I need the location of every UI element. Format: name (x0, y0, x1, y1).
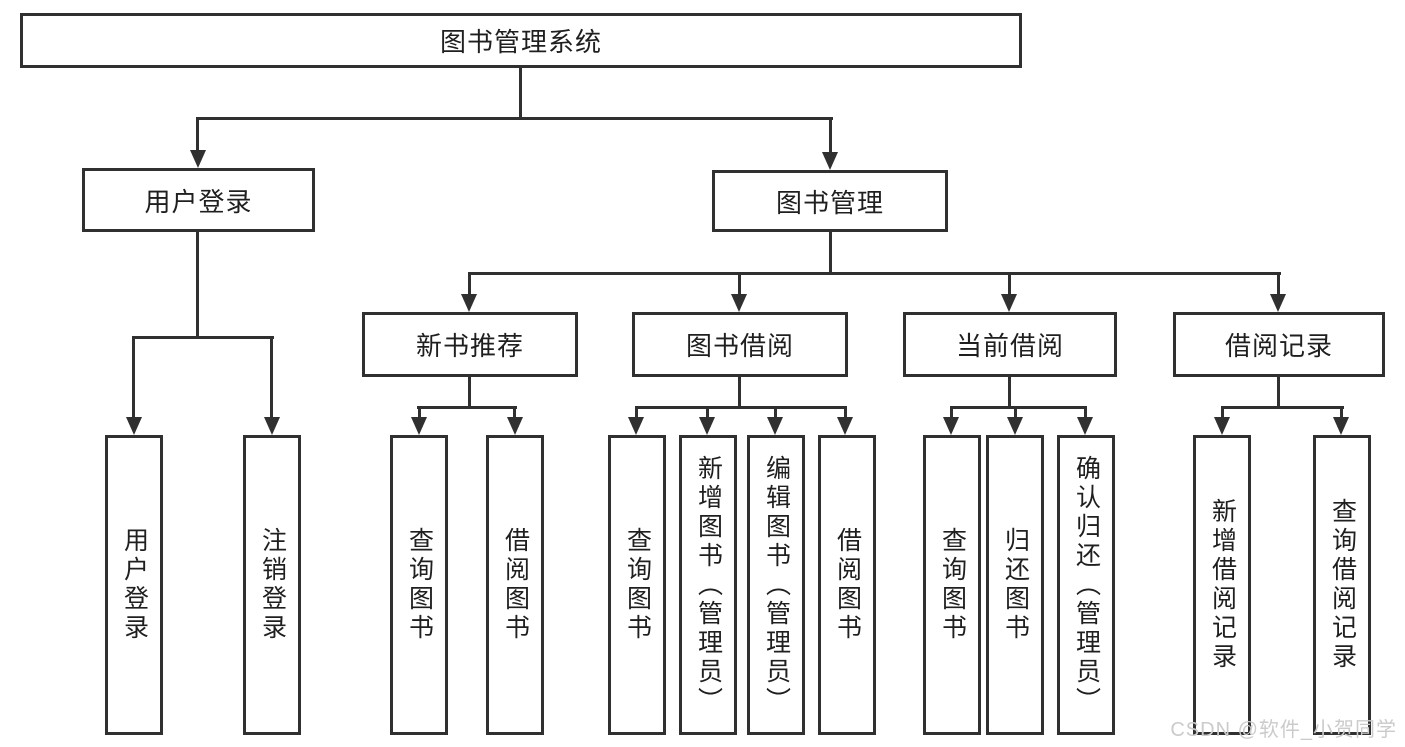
node-label: 借阅图书 (501, 527, 530, 643)
node-label: 图书借阅 (685, 331, 794, 361)
arrow-down-icon (1270, 294, 1286, 312)
leaf-logout: 注销登录 (243, 435, 301, 735)
connector-line (513, 406, 516, 419)
arrow-down-icon (1214, 417, 1230, 435)
node-label: 查询图书 (623, 527, 652, 643)
arrow-down-icon (1077, 417, 1093, 435)
node-label: 注销登录 (258, 527, 287, 643)
node-library-management-system: 图书管理系统 (20, 13, 1022, 68)
node-user-login: 用户登录 (82, 168, 315, 232)
leaf-add-borrow-record: 新增借阅记录 (1193, 435, 1251, 735)
node-label: 查询图书 (938, 527, 967, 643)
arrow-down-icon (837, 417, 853, 435)
connector-line (1277, 272, 1280, 296)
connector-line (950, 406, 1087, 409)
leaf-add-book-admin: 新增图书（管理员） (679, 435, 737, 735)
node-label: 新增借阅记录 (1208, 498, 1237, 672)
connector-line (468, 377, 471, 409)
connector-line (844, 406, 847, 419)
arrow-down-icon (1333, 417, 1349, 435)
connector-line (829, 117, 832, 154)
connector-line (950, 406, 953, 419)
connector-line (1340, 406, 1343, 419)
node-label: 查询图书 (405, 527, 434, 643)
leaf-query-borrow-record: 查询借阅记录 (1313, 435, 1371, 735)
arrow-down-icon (699, 417, 715, 435)
node-label: 图书管理系统 (439, 27, 602, 57)
arrow-down-icon (264, 417, 280, 435)
connector-line (829, 232, 832, 274)
connector-line (519, 68, 522, 118)
leaf-borrow-books-borrowing: 借阅图书 (818, 435, 876, 735)
connector-line (468, 272, 1281, 275)
connector-line (132, 336, 274, 339)
node-label: 图书管理 (775, 187, 884, 218)
connector-line (738, 377, 741, 409)
connector-line (738, 272, 741, 296)
connector-line (132, 336, 135, 419)
leaf-confirm-return-admin: 确认归还（管理员） (1057, 435, 1115, 735)
node-label: 查询借阅记录 (1328, 498, 1357, 672)
leaf-borrow-books-recommend: 借阅图书 (486, 435, 544, 735)
node-new-book-recommend: 新书推荐 (362, 312, 578, 377)
arrow-down-icon (1001, 294, 1017, 312)
connector-line (635, 406, 638, 419)
arrow-down-icon (822, 152, 838, 170)
watermark-text: CSDN @软件_小贺同学 (1170, 719, 1397, 741)
node-label: 用户登录 (144, 186, 253, 217)
arrow-down-icon (731, 294, 747, 312)
node-label: 当前借阅 (955, 331, 1064, 361)
connector-line (196, 117, 833, 120)
arrow-down-icon (507, 417, 523, 435)
node-label: 编辑图书（管理员） (762, 454, 791, 716)
node-label: 归还图书 (1001, 527, 1030, 643)
node-label: 确认归还（管理员） (1072, 454, 1101, 716)
connector-line (635, 406, 847, 409)
arrow-down-icon (767, 417, 783, 435)
connector-line (417, 406, 517, 409)
node-book-borrowing: 图书借阅 (632, 312, 848, 377)
node-label: 新书推荐 (415, 331, 524, 361)
arrow-down-icon (126, 417, 142, 435)
node-borrowing-records: 借阅记录 (1173, 312, 1385, 377)
arrow-down-icon (943, 417, 959, 435)
leaf-query-books-recommend: 查询图书 (390, 435, 448, 735)
arrow-down-icon (461, 294, 477, 312)
node-current-borrowing: 当前借阅 (903, 312, 1117, 377)
node-book-management: 图书管理 (712, 170, 948, 232)
arrow-down-icon (1007, 417, 1023, 435)
leaf-query-books-current: 查询图书 (923, 435, 981, 735)
connector-line (196, 232, 199, 338)
connector-line (468, 272, 471, 296)
connector-line (1084, 406, 1087, 419)
connector-line (774, 406, 777, 419)
connector-line (1008, 272, 1011, 296)
leaf-edit-book-admin: 编辑图书（管理员） (747, 435, 805, 735)
node-label: 借阅记录 (1224, 331, 1333, 361)
node-label: 借阅图书 (833, 527, 862, 643)
connector-line (1008, 377, 1011, 409)
arrow-down-icon (190, 150, 206, 168)
leaf-user-login: 用户登录 (105, 435, 163, 735)
connector-line (1277, 377, 1280, 409)
arrow-down-icon (628, 417, 644, 435)
connector-line (1014, 406, 1017, 419)
arrow-down-icon (411, 417, 427, 435)
connector-line (418, 406, 421, 419)
connector-line (1221, 406, 1224, 419)
connector-line (270, 336, 273, 419)
connector-line (706, 406, 709, 419)
connector-line (196, 117, 199, 152)
leaf-query-books-borrowing: 查询图书 (608, 435, 666, 735)
node-label: 新增图书（管理员） (694, 454, 723, 716)
leaf-return-book: 归还图书 (986, 435, 1044, 735)
node-label: 用户登录 (120, 527, 149, 643)
connector-line (1221, 406, 1344, 409)
